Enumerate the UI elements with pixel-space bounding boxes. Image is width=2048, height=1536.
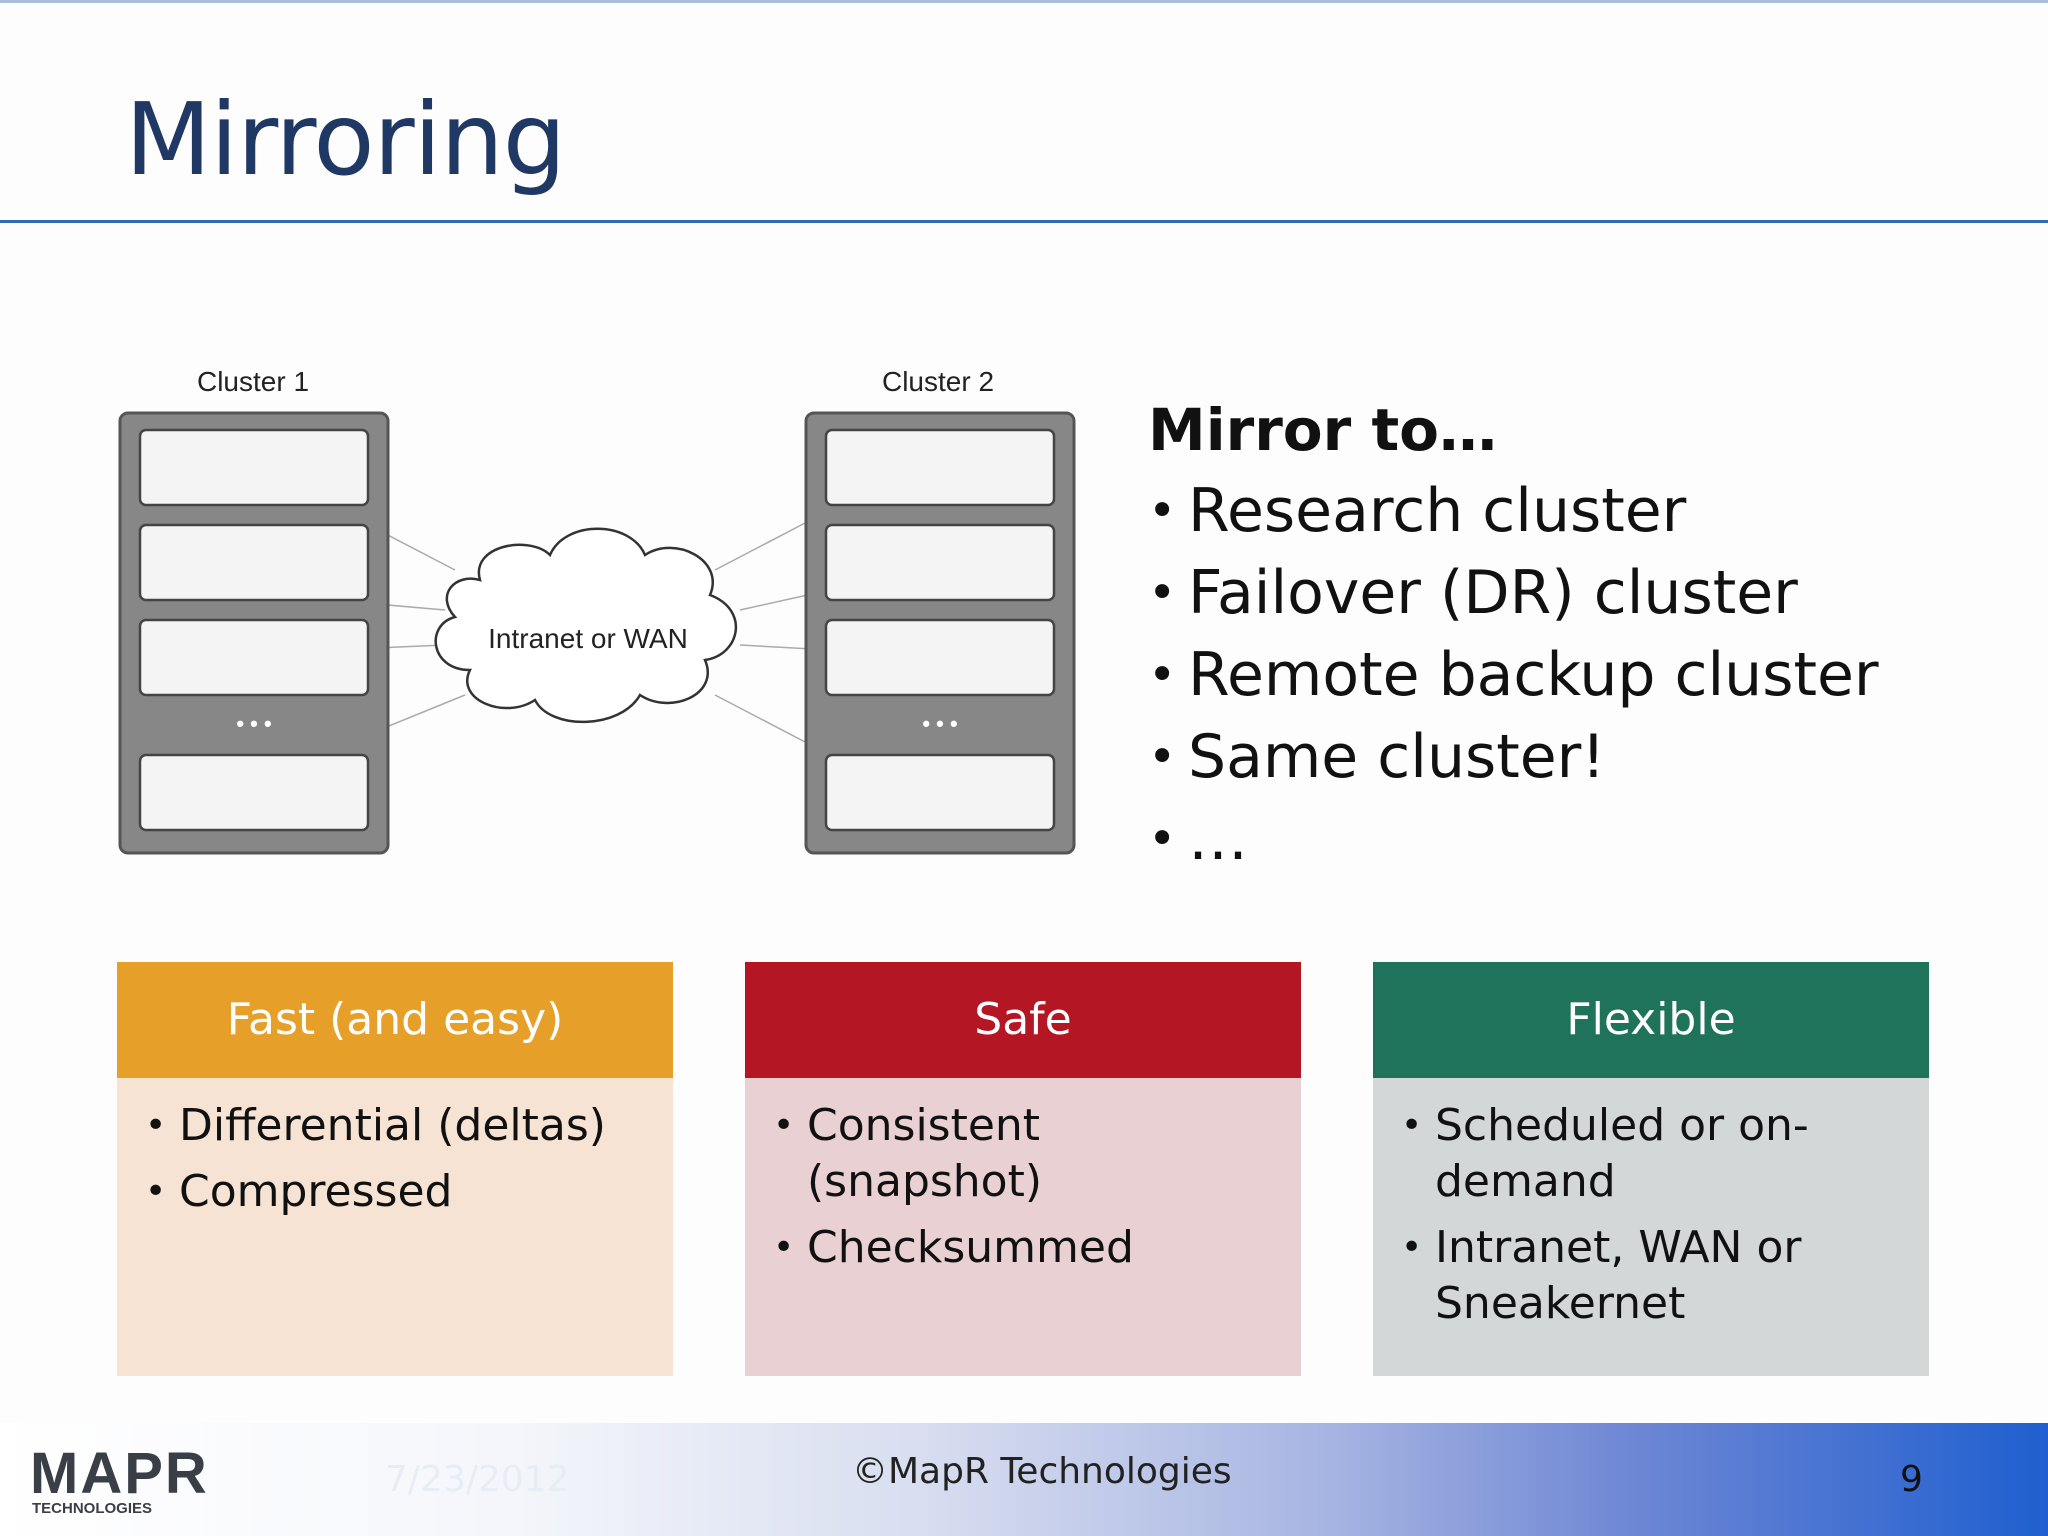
list-item: •Research cluster — [1148, 470, 2008, 552]
list-item: •Compressed — [145, 1164, 649, 1220]
cluster-2-rack: • • • — [804, 411, 1076, 855]
feature-box-fast: Fast (and easy) •Differential (deltas) •… — [117, 962, 673, 1376]
list-item: •Remote backup cluster — [1148, 634, 2008, 716]
feature-box-body: •Scheduled or on-demand •Intranet, WAN o… — [1373, 1078, 1929, 1376]
bullet-icon: • — [1401, 1105, 1423, 1146]
feature-box-title: Flexible — [1373, 962, 1929, 1078]
logo-subtitle: TECHNOLOGIES — [32, 1500, 152, 1517]
feature-box-safe: Safe •Consistent (snapshot) •Checksummed — [745, 962, 1301, 1376]
page-number: 9 — [1900, 1459, 1923, 1500]
cluster-1-rack: • • • — [118, 411, 390, 855]
network-cloud — [434, 527, 738, 724]
title-divider — [0, 220, 2048, 223]
cluster-mirroring-diagram: Cluster 1 • • • Cluster 2 • • • Intranet… — [118, 366, 1076, 855]
bullet-icon: • — [1401, 1227, 1423, 1268]
slide-date: 7/23/2012 — [385, 1459, 570, 1500]
feature-box-title: Fast (and easy) — [117, 962, 673, 1078]
bullet-icon: • — [773, 1227, 795, 1268]
list-item: •… — [1148, 798, 2008, 880]
feature-box-title: Safe — [745, 962, 1301, 1078]
slide-footer: MAPR TECHNOLOGIES 7/23/2012 ©MapR Techno… — [0, 1423, 2048, 1536]
mapr-logo: MAPR TECHNOLOGIES — [30, 1443, 209, 1517]
cluster-1-ellipsis: • • • — [236, 711, 271, 736]
mirror-target-list: •Research cluster •Failover (DR) cluster… — [1148, 470, 2008, 880]
list-item: •Consistent (snapshot) — [773, 1100, 1043, 1207]
bullet-icon: • — [1148, 729, 1177, 785]
list-item: •Differential (deltas) — [145, 1098, 649, 1154]
list-item: •Same cluster! — [1148, 716, 2008, 798]
cluster-1-label: Cluster 1 — [197, 366, 309, 397]
list-item: •Failover (DR) cluster — [1148, 552, 2008, 634]
top-border — [0, 0, 2048, 3]
list-item: •Scheduled or on-demand — [1401, 1100, 1809, 1207]
bullet-icon: • — [1148, 483, 1177, 539]
copyright: ©MapR Technologies — [852, 1451, 1232, 1492]
slide-title: Mirroring — [125, 81, 566, 198]
list-item: •Intranet, WAN or Sneakernet — [1401, 1222, 1802, 1329]
list-item: •Checksummed — [773, 1220, 1277, 1276]
feature-box-body: •Differential (deltas) •Compressed — [117, 1078, 673, 1376]
logo-wordmark: MAPR — [30, 1443, 209, 1506]
cluster-2-ellipsis: • • • — [922, 711, 957, 736]
bullet-icon: • — [773, 1105, 795, 1146]
feature-box-flexible: Flexible •Scheduled or on-demand •Intran… — [1373, 962, 1929, 1376]
mirror-heading: Mirror to… — [1148, 396, 1498, 464]
feature-box-body: •Consistent (snapshot) •Checksummed — [745, 1078, 1301, 1376]
bullet-icon: • — [1148, 647, 1177, 703]
mirror-targets: Mirror to… •Research cluster •Failover (… — [1148, 390, 2008, 880]
cluster-2-label: Cluster 2 — [882, 366, 994, 397]
bullet-icon: • — [1148, 565, 1177, 621]
bullet-icon: • — [145, 1105, 167, 1146]
cloud-label: Intranet or WAN — [488, 623, 688, 654]
bullet-icon: • — [1148, 811, 1177, 867]
bullet-icon: • — [145, 1171, 167, 1212]
